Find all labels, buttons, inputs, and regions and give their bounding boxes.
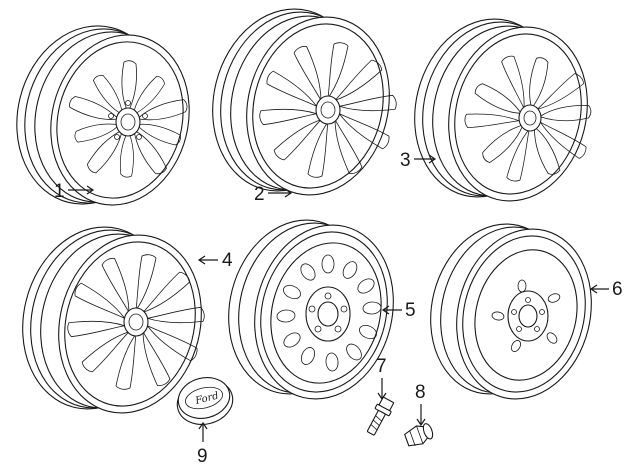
wheel-bolt: [366, 396, 395, 436]
callout-label-3: 3: [400, 150, 411, 171]
callout-3: 3: [400, 150, 437, 171]
callout-8: 8: [415, 382, 426, 427]
lug-nut: [404, 423, 434, 447]
wheel-3-alloy: [414, 18, 593, 202]
wheel-4-alloy: [22, 226, 207, 414]
callout-label-8: 8: [415, 382, 426, 403]
callout-label-4: 4: [222, 250, 233, 271]
callout-5: 5: [381, 300, 416, 321]
callout-label-6: 6: [612, 279, 623, 300]
callout-4: 4: [197, 250, 233, 271]
callout-label-7: 7: [376, 356, 387, 377]
callout-7: 7: [376, 356, 387, 401]
callout-9: 9: [197, 421, 208, 467]
callout-1: 1: [54, 181, 95, 202]
wheel-6-steel: [430, 223, 592, 400]
callout-label-5: 5: [405, 300, 416, 321]
center-cap: Ford: [176, 377, 234, 425]
callout-label-9: 9: [197, 446, 208, 467]
callout-label-2: 2: [254, 184, 265, 205]
wheel-1-alloy: [16, 25, 190, 206]
callout-6: 6: [589, 279, 623, 300]
wheel-2-alloy: [212, 8, 399, 196]
wheel-5-steel: [228, 219, 394, 400]
callout-2: 2: [254, 184, 293, 205]
callout-label-1: 1: [54, 181, 65, 202]
